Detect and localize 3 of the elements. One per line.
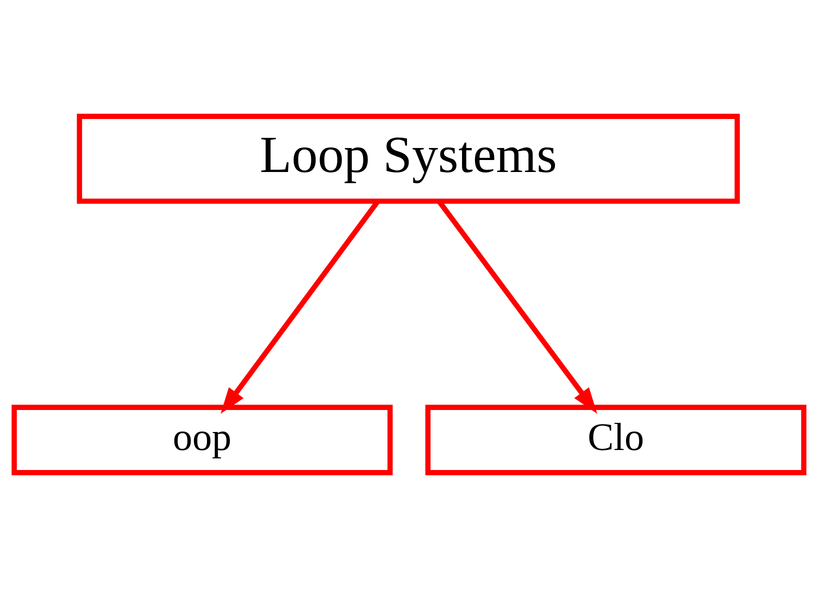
node-box: Clo [424,404,806,476]
node-box: oop [11,404,392,476]
node-box: Loop Systems [76,114,740,204]
